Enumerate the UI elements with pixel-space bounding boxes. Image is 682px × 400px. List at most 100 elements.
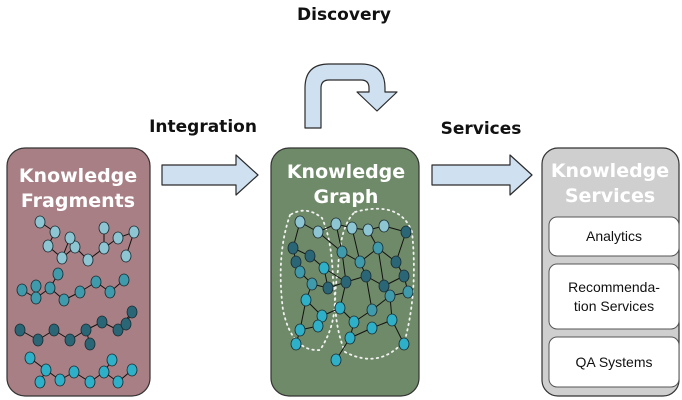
graph-edge: [377, 247, 385, 287]
graph-node: [398, 269, 410, 283]
graph-node: [287, 241, 299, 255]
fragment-node: [112, 323, 124, 337]
fragment-node: [82, 253, 94, 267]
graph-node: [402, 285, 414, 299]
fragment-node: [120, 249, 132, 263]
discovery-loop-arrow-icon: [304, 63, 398, 129]
graph-node: [372, 241, 384, 255]
graph-node: [294, 265, 306, 279]
service-item-qa-systems-label: QA Systems: [575, 354, 652, 370]
graph-node: [312, 319, 324, 333]
graph-node: [294, 323, 306, 337]
fragment-node: [30, 279, 42, 293]
graph-cluster-outline-left: [279, 209, 336, 351]
graph-node: [336, 245, 348, 259]
graph-node: [294, 215, 306, 229]
fragment-node: [112, 231, 124, 245]
fragments-title-line1: Knowledge: [19, 165, 137, 187]
fragment-node: [118, 273, 130, 287]
fragment-node: [44, 281, 56, 295]
fragment-node: [98, 221, 110, 235]
graph-network: [287, 215, 414, 367]
service-item-analytics: Analytics: [548, 216, 680, 257]
graph-cluster-outline-right: [334, 207, 415, 360]
fragment-node: [48, 323, 60, 337]
graph-node: [398, 337, 410, 351]
knowledge-graph-box: Knowledge Graph: [270, 147, 420, 397]
service-item-qa-systems: QA Systems: [548, 336, 680, 388]
graph-node: [362, 223, 374, 237]
fragment-node: [34, 215, 46, 229]
fragment-node: [40, 363, 52, 377]
graph-node: [334, 301, 346, 315]
services-label: Services: [441, 119, 522, 139]
fragment-node: [34, 375, 46, 389]
fragments-title-line2: Fragments: [21, 190, 135, 212]
service-item-recommendation: Recommenda- tion Services: [548, 263, 680, 330]
graph-node: [390, 255, 402, 269]
fragment-node: [104, 285, 116, 299]
graph-title-line2: Graph: [314, 186, 379, 208]
fragment-node: [98, 241, 110, 255]
fragment-node: [98, 365, 110, 379]
fragment-node: [84, 375, 96, 389]
graph-node: [344, 331, 356, 345]
graph-node: [330, 353, 342, 367]
fragment-node: [16, 283, 28, 297]
fragment-node: [49, 225, 61, 239]
integration-arrow-icon: [161, 154, 259, 196]
graph-node: [340, 275, 352, 289]
services-title-line1: Knowledge: [551, 160, 669, 182]
graph-node: [290, 337, 302, 351]
graph-node: [366, 321, 378, 335]
fragment-node: [96, 315, 108, 329]
graph-node: [346, 221, 358, 235]
fragment-node: [64, 231, 76, 245]
fragment-networks: [14, 215, 140, 389]
fragment-node: [74, 285, 86, 299]
integration-label: Integration: [149, 117, 257, 137]
fragment-node: [128, 225, 140, 239]
fragment-node: [30, 291, 42, 305]
graph-node: [400, 225, 412, 239]
fragment-node: [14, 323, 26, 337]
fragment-node: [90, 275, 102, 289]
fragment-node: [69, 240, 81, 254]
service-item-analytics-label: Analytics: [586, 228, 642, 244]
graph-node: [348, 315, 360, 329]
fragment-node: [112, 375, 124, 389]
service-item-recommendation-label-line2: tion Services: [574, 298, 654, 314]
fragment-node: [32, 333, 44, 347]
service-item-recommendation-label-line1: Recommenda-: [568, 279, 660, 295]
graph-node: [378, 219, 390, 233]
fragment-node: [24, 351, 36, 365]
fragment-node: [120, 317, 132, 331]
graph-node: [378, 279, 390, 293]
graph-node: [354, 255, 366, 269]
knowledge-services-box: Knowledge Services Analytics Recommenda-…: [541, 147, 680, 397]
fragment-node: [58, 293, 70, 307]
services-arrow-icon: [431, 154, 533, 196]
graph-node: [306, 277, 318, 291]
fragment-node: [106, 353, 118, 367]
graph-node: [322, 281, 334, 295]
graph-node: [366, 303, 378, 317]
graph-node: [312, 225, 324, 239]
knowledge-fragments-box: Knowledge Fragments: [6, 147, 151, 397]
fragment-node: [54, 373, 66, 387]
fragment-node: [42, 239, 54, 253]
fragment-node: [52, 267, 64, 281]
services-title-line2: Services: [565, 185, 655, 207]
graph-node: [304, 249, 316, 263]
fragment-node: [56, 251, 68, 265]
fragment-node: [126, 363, 138, 377]
graph-node: [360, 269, 372, 283]
fragment-node: [64, 333, 76, 347]
graph-node: [318, 261, 330, 275]
discovery-label: Discovery: [297, 5, 391, 25]
graph-node: [300, 293, 312, 307]
fragment-node: [68, 365, 80, 379]
fragment-node: [84, 337, 96, 351]
graph-node: [386, 313, 398, 327]
